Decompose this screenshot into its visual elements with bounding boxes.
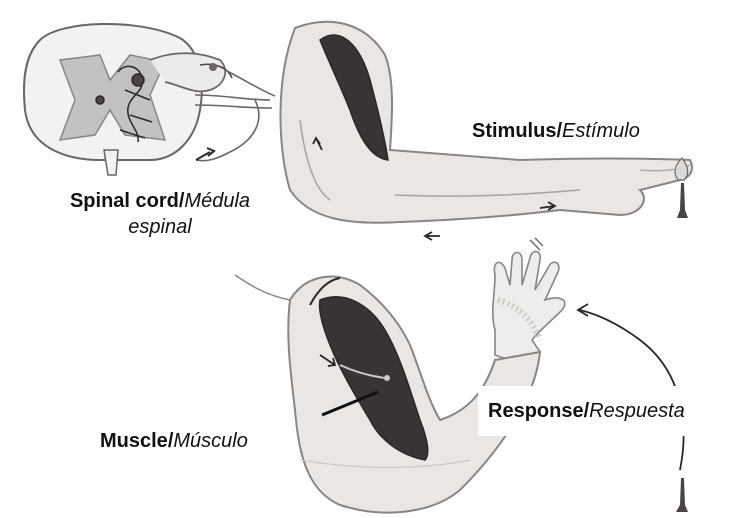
candle-bottom-icon bbox=[676, 478, 688, 512]
spinal-cord-label-en: Spinal cord bbox=[70, 190, 179, 212]
spinal-cord-label: Spinal cord/Médula espinal bbox=[40, 188, 280, 240]
spinal-cord-section-icon bbox=[24, 24, 275, 175]
response-label: Response/Respuesta bbox=[478, 386, 695, 436]
stimulus-label-en: Stimulus bbox=[472, 120, 556, 142]
muscle-label-es: Músculo bbox=[173, 430, 247, 452]
response-label-en: Response bbox=[488, 400, 584, 422]
hand-raised-icon bbox=[493, 238, 565, 359]
stimulus-label: Stimulus/Estímulo bbox=[472, 118, 640, 144]
stimulus-label-es: Estímulo bbox=[562, 120, 640, 142]
spinal-cord-label-es-1: Médula bbox=[184, 190, 250, 212]
muscle-label-en: Muscle bbox=[100, 430, 168, 452]
response-label-es: Respuesta bbox=[589, 400, 685, 422]
muscle-label: Muscle/Músculo bbox=[100, 428, 248, 454]
spinal-cord-label-es-2: espinal bbox=[128, 216, 191, 238]
motor-nerve-line bbox=[235, 275, 290, 300]
candle-flame-icon bbox=[675, 158, 688, 218]
